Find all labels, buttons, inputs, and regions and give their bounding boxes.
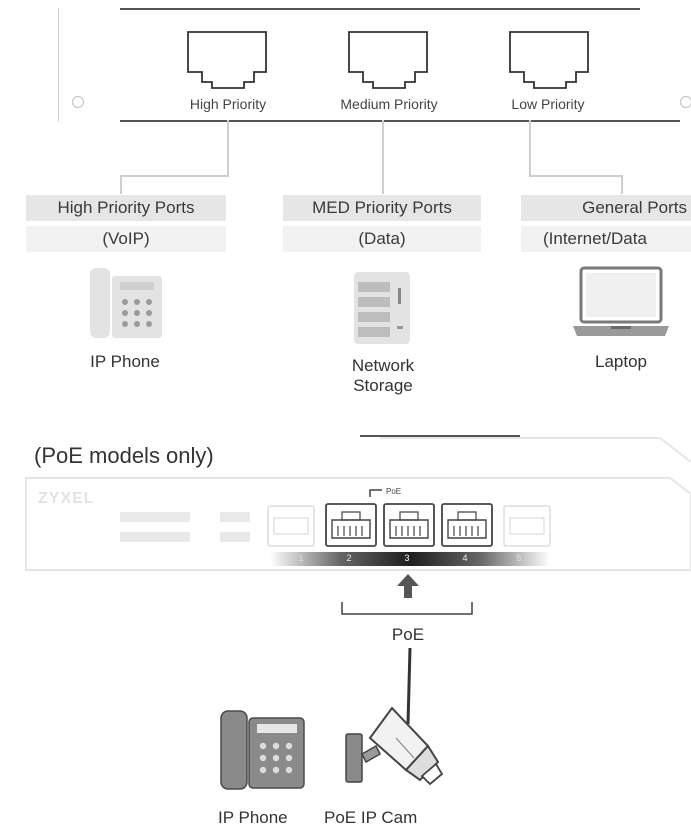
ip-camera-icon (345, 706, 444, 786)
device-label-laptop: Laptop (595, 352, 647, 371)
group-sub-high: (VoIP) (26, 226, 226, 252)
poe-section-title: (PoE models only) (34, 443, 214, 468)
switch-brand: ZYXEL (38, 490, 95, 507)
switch-poe-tag: PoE (386, 487, 402, 496)
poe-bracket-icon (369, 489, 382, 497)
switch-front-panel (58, 8, 691, 122)
port-label-low: Low Priority (511, 96, 585, 112)
ip-phone-icon (90, 268, 162, 338)
ip-phone-icon (220, 710, 305, 790)
network-storage-line1: Network (351, 356, 415, 375)
connector-lines (120, 120, 623, 194)
port-number-3: 3 (404, 553, 410, 563)
screw-hole-icon (71, 95, 85, 109)
panel-bottom-edge (120, 120, 680, 122)
rj45-port-icon (187, 31, 267, 89)
laptop-icon (573, 266, 669, 336)
arrow-up-icon (397, 574, 419, 598)
device-label-ip-phone: IP Phone (90, 352, 160, 371)
port-number-1: 1 (298, 553, 304, 563)
port-number-4: 4 (462, 553, 468, 563)
network-storage-icon (354, 272, 410, 344)
poe-switch-outline (25, 435, 691, 571)
group-sub-med: (Data) (283, 226, 481, 252)
screw-hole-icon (679, 95, 691, 109)
poe-label: PoE (391, 625, 425, 644)
port-number-2: 2 (346, 553, 352, 563)
device-label-ip-phone-poe: IP Phone (218, 808, 288, 827)
switch-port-row (267, 503, 551, 566)
poe-bracket (341, 602, 473, 615)
group-header-general: General Ports (521, 195, 691, 221)
network-storage-line2: Storage (353, 376, 413, 395)
group-header-med: MED Priority Ports (283, 195, 481, 221)
port-label-medium: Medium Priority (340, 96, 438, 112)
device-label-network-storage: Network Storage (318, 356, 448, 396)
port-label-high: High Priority (189, 96, 267, 112)
group-header-high: High Priority Ports (26, 195, 226, 221)
port-number-5: 5 (516, 553, 522, 563)
device-label-poe-ip-cam: PoE IP Cam (324, 808, 418, 827)
rj45-port-icon (348, 31, 428, 89)
poe-cable (406, 648, 412, 725)
rj45-port-icon (509, 31, 589, 89)
panel-top-edge (120, 8, 640, 10)
group-sub-general: (Internet/Data (521, 226, 691, 252)
